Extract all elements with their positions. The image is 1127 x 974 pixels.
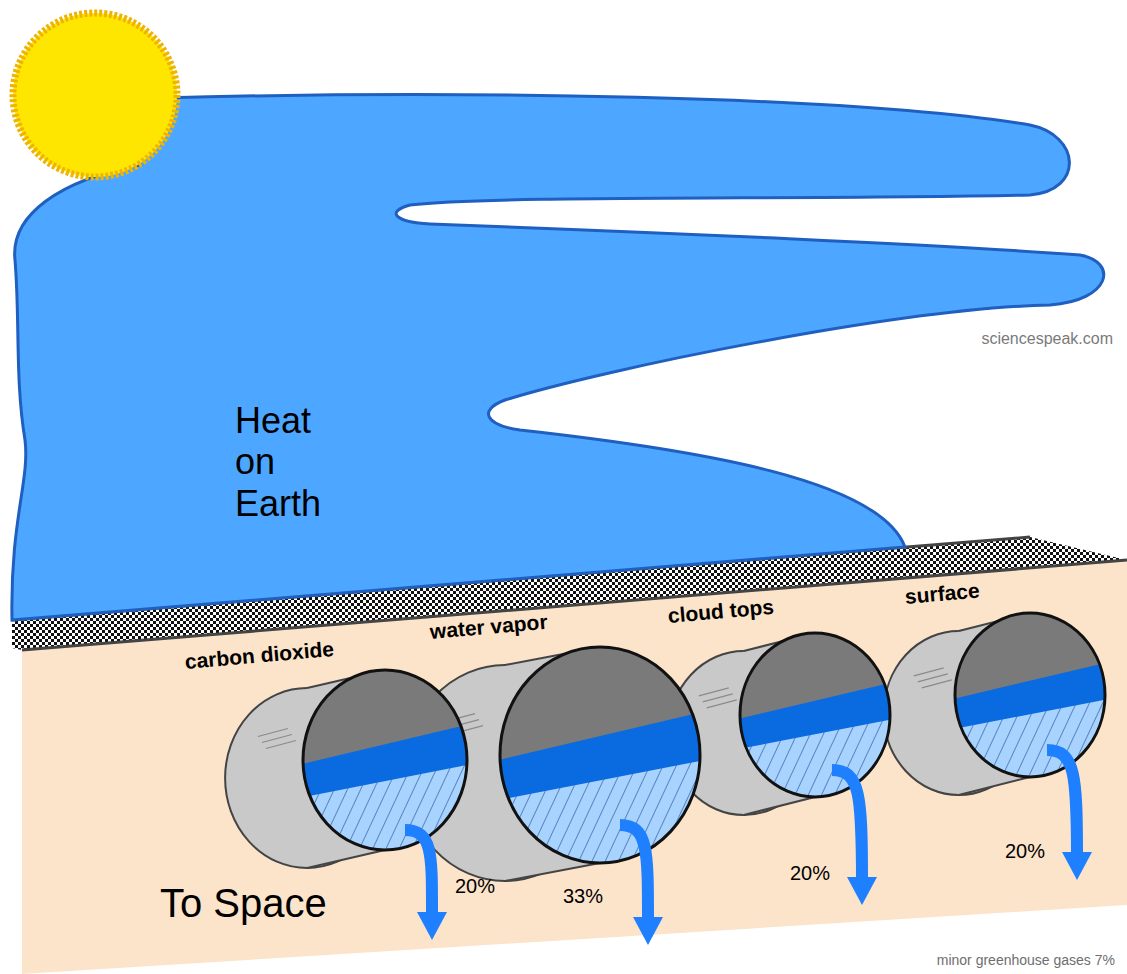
pipe-shine [703,694,733,702]
arrow-head [417,912,447,940]
heat-river [12,95,1104,620]
pipe-shine [262,735,292,743]
to-space-label: To Space [160,880,327,926]
pipe-rim [955,613,1105,777]
node-text: cloud tops [667,594,782,628]
pipe-rim [500,647,700,863]
pipe-outflow [952,699,1108,780]
pipe-label: surface [904,578,987,609]
percent-label: 20% [1005,840,1045,863]
sun [13,13,177,177]
pipe-shine [922,680,952,688]
pipe-outflow [497,760,703,866]
pipe-label: water vapor [429,609,556,644]
pipe-edge [744,797,815,815]
pipe-outflow [737,719,893,800]
pipe-shine [258,729,288,737]
pipe-edge [307,850,385,868]
pipe-edge [505,863,600,881]
outflow-arrow [620,825,648,921]
pipe-water [497,712,703,866]
pipe-water [300,724,470,853]
pipe-shine [914,668,944,676]
node-text: carbon dioxide [184,636,342,674]
pipe-edge [959,777,1030,795]
percent-label: 20% [455,875,495,898]
pipe-rim [303,670,467,850]
pipe-label: cloud tops [667,594,782,628]
pipe-water [952,662,1108,780]
node-text: Heat on Earth [235,400,350,524]
watermark: sciencespeak.com [981,330,1113,348]
pipe-shine [918,674,948,682]
pipe-shine [699,688,729,696]
footnote: minor greenhouse gases 7% [937,952,1115,968]
pipe-outflow [300,765,470,854]
outflow-arrow [405,830,432,916]
percent-label: 20% [790,862,830,885]
percent-label: 33% [563,885,603,908]
pipe-rim [740,633,890,797]
node-text: water vapor [429,609,556,644]
pipe [884,613,1108,880]
pipe-label: carbon dioxide [184,636,342,674]
arrow-head [633,917,663,945]
pipe [669,633,893,905]
pipe-shine [707,700,737,708]
arrow-head [1062,852,1092,880]
node-text: surface [904,578,987,609]
pipe-water [737,682,893,800]
arrow-head [847,877,877,905]
river-label: Heat on Earth [235,400,350,524]
outflow-arrow [832,770,862,881]
outflow-arrow [1047,750,1077,856]
pipe-shine [266,741,296,749]
